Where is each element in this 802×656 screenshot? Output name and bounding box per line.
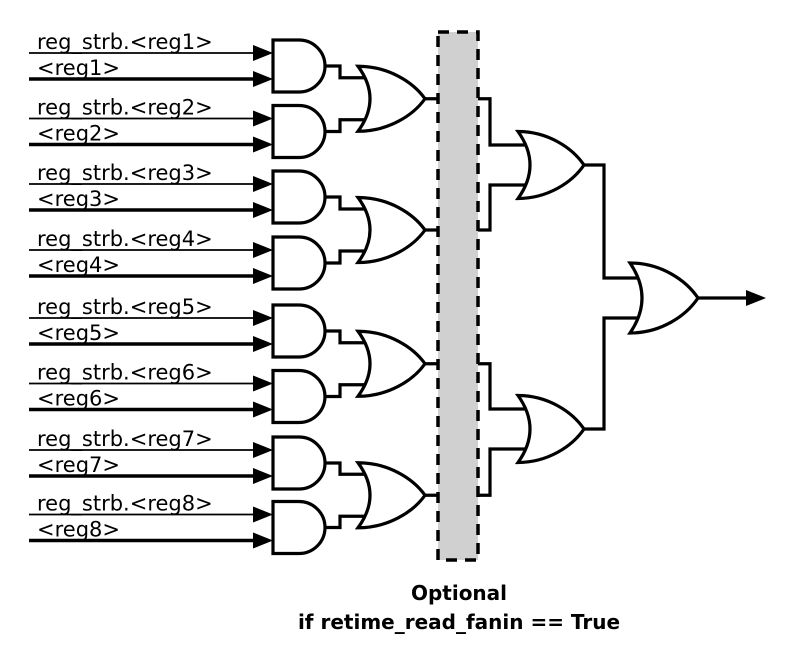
- input-label-strobe-5: reg_strb.<reg5>: [37, 295, 213, 320]
- arrowheads-layer: [253, 45, 766, 549]
- and-gate-6: [271, 368, 327, 425]
- input-arrowhead-strobe-1: [253, 45, 273, 61]
- input-arrowhead-reg-7: [253, 468, 273, 484]
- and-gate-3: [271, 169, 327, 225]
- input-label-strobe-8: reg_strb.<reg8>: [37, 492, 213, 517]
- gates-layer: [271, 38, 700, 556]
- input-arrowhead-strobe-6: [253, 375, 273, 392]
- and-gate-4: [271, 235, 327, 291]
- input-label-strobe-7: reg_strb.<reg7>: [37, 427, 213, 452]
- input-label-strobe-1: reg_strb.<reg1>: [37, 30, 213, 55]
- output-arrowhead: [746, 290, 766, 306]
- and-gate-5: [271, 303, 327, 359]
- input-label-reg-7: <reg7>: [37, 453, 120, 477]
- or-gate-stage3-2: [514, 393, 586, 465]
- or-gate-stage2-4: [354, 461, 427, 530]
- input-label-reg-6: <reg6>: [37, 387, 120, 411]
- input-arrowhead-reg-8: [253, 532, 273, 549]
- input-arrowhead-strobe-2: [253, 110, 273, 127]
- and-gate-2: [271, 103, 327, 160]
- input-arrowhead-strobe-3: [253, 176, 273, 192]
- wires-layer: [29, 52, 746, 543]
- or-gate-stage2-1: [354, 64, 427, 133]
- optional-caption-line1: Optional: [411, 581, 507, 605]
- optional-retime-region: [436, 30, 480, 562]
- wire-or3-1-to-final: [584, 163, 658, 280]
- input-arrowhead-strobe-4: [253, 242, 273, 258]
- input-arrowhead-strobe-7: [253, 442, 273, 458]
- input-label-strobe-2: reg_strb.<reg2>: [37, 96, 213, 121]
- input-arrowhead-reg-4: [253, 268, 273, 284]
- or-gate-stage3-1: [514, 129, 586, 201]
- optional-caption-line2: if retime_read_fanin == True: [298, 610, 620, 634]
- input-arrowhead-reg-6: [253, 401, 273, 418]
- input-label-reg-2: <reg2>: [37, 122, 120, 146]
- wire-and6-to-or: [325, 383, 386, 399]
- input-label-strobe-3: reg_strb.<reg3>: [37, 161, 213, 186]
- wire-and5-to-or: [325, 329, 386, 345]
- input-label-strobe-6: reg_strb.<reg6>: [37, 361, 213, 386]
- wire-or3-2-to-final: [584, 316, 658, 431]
- input-label-reg-3: <reg3>: [37, 187, 120, 211]
- optional-region-layer: [436, 30, 480, 562]
- wire-and4-to-or: [325, 249, 386, 265]
- wire-and7-to-or: [325, 461, 386, 476]
- and-gate-8: [271, 499, 327, 556]
- input-arrowhead-strobe-8: [253, 506, 273, 523]
- and-gate-1: [271, 38, 327, 94]
- wire-and2-to-or: [325, 118, 386, 134]
- input-arrowhead-reg-1: [253, 71, 273, 87]
- wire-and8-to-or: [325, 514, 386, 530]
- and-gate-7: [271, 435, 327, 491]
- or-gate-stage2-2: [354, 195, 427, 265]
- input-label-reg-8: <reg8>: [37, 518, 120, 542]
- or-gate-output: [626, 261, 700, 335]
- or-gate-stage2-3: [354, 329, 427, 398]
- input-arrowhead-reg-3: [253, 202, 273, 218]
- input-label-reg-5: <reg5>: [37, 321, 120, 345]
- wire-and1-to-or: [325, 64, 386, 80]
- input-arrowhead-reg-5: [253, 336, 273, 352]
- input-arrowhead-reg-2: [253, 136, 273, 153]
- input-label-strobe-4: reg_strb.<reg4>: [37, 227, 213, 252]
- input-arrowhead-strobe-5: [253, 310, 273, 326]
- input-labels-layer: reg_strb.<reg1><reg1>reg_strb.<reg2><reg…: [37, 30, 213, 542]
- wire-and3-to-or: [325, 195, 386, 211]
- input-label-reg-4: <reg4>: [37, 253, 120, 277]
- input-label-reg-1: <reg1>: [37, 56, 120, 80]
